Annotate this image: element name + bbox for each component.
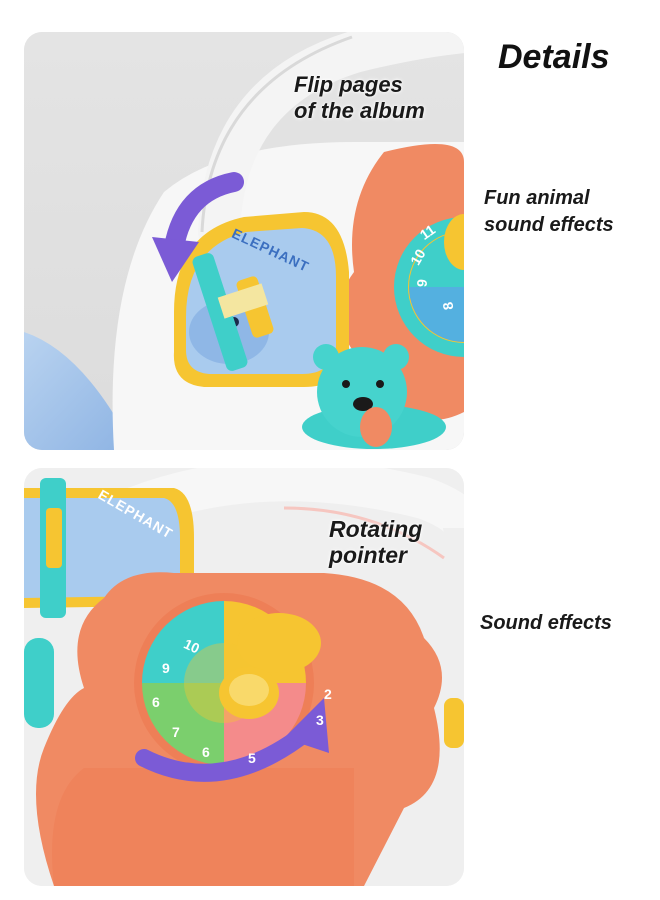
dial-number-9: 9 — [413, 278, 431, 288]
pointer-knob — [237, 613, 321, 673]
dial-number-5: 5 — [248, 750, 256, 766]
dial-number-6a: 6 — [152, 694, 160, 710]
side-label: Sound effects — [480, 612, 612, 634]
caption-line-2: of the album — [294, 98, 425, 123]
details-title: Details — [498, 38, 610, 76]
side-label-line-1: Fun animal — [484, 187, 590, 209]
flip-arrow — [152, 172, 244, 282]
product-photo-album: Flip pages of the album ELEPHANT 11 10 9… — [24, 32, 464, 450]
product-photo-pointer: Rotating pointer ELEPHANT 10 9 6 7 6 5 2… — [24, 468, 464, 886]
album-book — [173, 212, 349, 387]
side-label-line-2: sound effects — [484, 214, 614, 236]
dial-number-7: 7 — [172, 724, 180, 740]
caption-line-2: pointer — [329, 542, 407, 568]
toy-illustration-bottom — [24, 468, 464, 886]
blue-base — [24, 332, 134, 450]
rotation-arrow — [135, 698, 329, 782]
dial-number-9: 9 — [162, 660, 170, 676]
orange-dial-module — [36, 572, 442, 886]
dial-number-3: 3 — [316, 712, 324, 728]
toy-illustration-top — [24, 32, 464, 450]
album-book — [24, 478, 194, 618]
caption-line-1: Flip pages — [294, 72, 403, 97]
caption-line-1: Rotating — [329, 516, 423, 542]
dial-number-2: 2 — [324, 686, 332, 702]
teal-bear-toy — [302, 344, 446, 449]
dial-number-6b: 6 — [202, 744, 210, 760]
